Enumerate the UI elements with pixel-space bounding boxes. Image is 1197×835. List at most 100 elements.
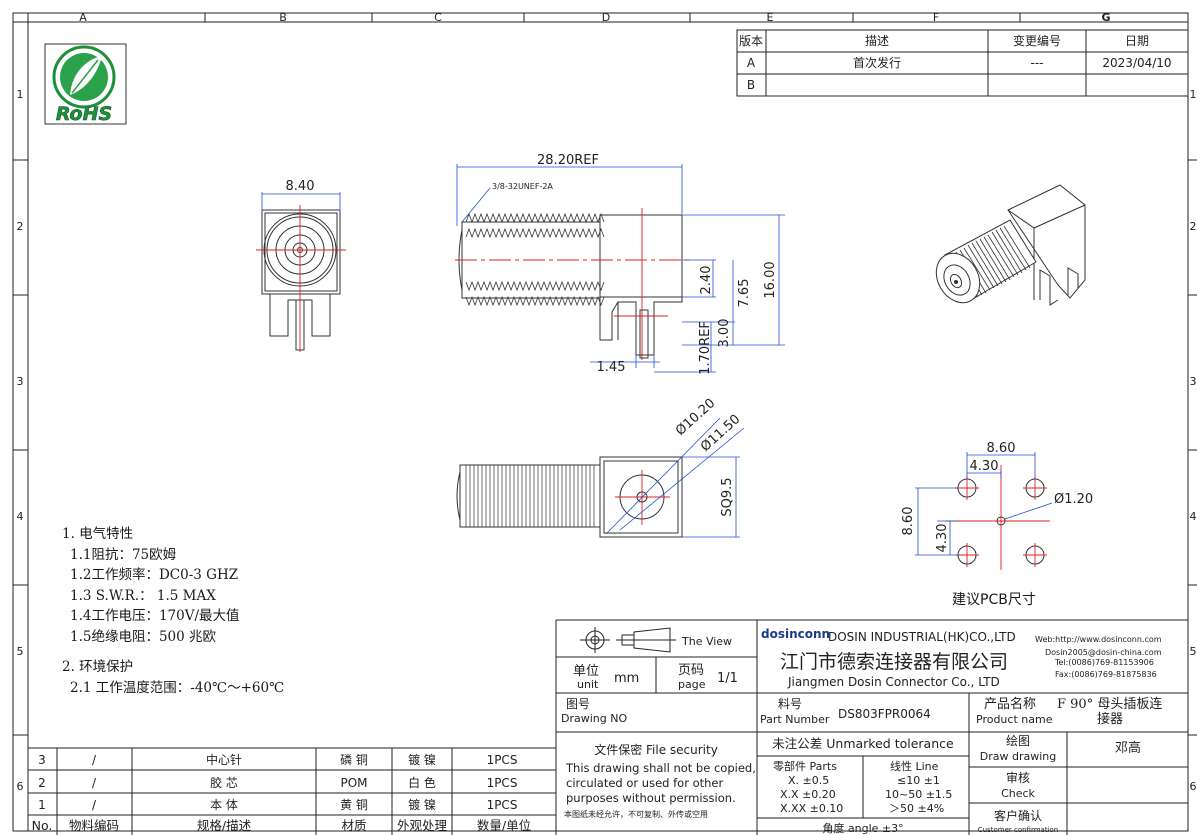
notes-item-2-1: 2.1 工作温度范围：-40℃～+60℃ xyxy=(70,679,285,696)
dim-1-45: 1.45 xyxy=(597,360,626,375)
col-label-a: A xyxy=(79,11,87,24)
notes-section-2-title: 2. 环境保护 xyxy=(62,659,134,675)
bom-r3-qty: 1PCS xyxy=(487,753,518,767)
company-en: DOSIN INDUSTRIAL(HK)CO.,LTD xyxy=(828,630,1016,644)
side-dimensions xyxy=(456,164,785,373)
tech-notes: 1. 电气特性 1.1阻抗：75欧姆 1.2工作频率：DC0-3 GHZ 1.3… xyxy=(62,524,284,698)
frame xyxy=(12,12,1197,832)
rev-a-date: 2023/04/10 xyxy=(1102,56,1171,70)
pn-cn: 料号 xyxy=(778,697,802,711)
col-label-e: E xyxy=(767,11,774,24)
drawing-no-en: Drawing NO xyxy=(561,712,627,725)
check-en: Check xyxy=(1001,787,1035,800)
rev-a-version: A xyxy=(747,56,756,70)
bottom-view xyxy=(456,417,745,538)
cust-en: Customer confirmation xyxy=(978,826,1058,834)
draw-en: Draw drawing xyxy=(980,750,1056,763)
tol-line-1: ≤10 ±1 xyxy=(897,774,940,787)
tol-parts-3: X.XX ±0.10 xyxy=(780,802,843,815)
cust-cn: 客户确认 xyxy=(994,808,1042,823)
side-view xyxy=(455,208,690,360)
company-tel: Tel:(0086)769-81153906 xyxy=(1054,658,1154,667)
rohs-logo-text: RoHS xyxy=(56,103,112,125)
unit-cn: 单位 xyxy=(573,664,599,679)
bom-r1-code: / xyxy=(92,798,97,812)
tol-line-2: 10~50 ±1.5 xyxy=(885,788,952,801)
dim-pcb-hole: Ø1.20 xyxy=(1054,492,1093,507)
unit-en: unit xyxy=(577,678,599,691)
draw-value: 邓高 xyxy=(1115,740,1141,756)
bom-r1-finish: 镀 镍 xyxy=(408,798,436,812)
dim-1-70ref: 1.70REF xyxy=(698,321,713,375)
company-cn: 江门市德索连接器有限公司 xyxy=(780,651,1008,673)
page-en: page xyxy=(678,678,706,691)
drawing-no-cn: 图号 xyxy=(566,697,590,711)
notes-item-1-4: 1.4工作电压：170V/最大值 xyxy=(70,608,240,624)
security-title: 文件保密 File security xyxy=(594,742,718,757)
row-label-6: 6 xyxy=(17,780,24,793)
bom-header-finish: 外观处理 xyxy=(397,818,448,833)
col-label-g: G xyxy=(1101,11,1110,24)
tol-parts-1: X. ±0.5 xyxy=(788,774,829,787)
dim-2-40: 2.40 xyxy=(699,266,714,295)
row-label-1: 1 xyxy=(17,88,24,101)
company-email: Dosin2005@dosin-china.com xyxy=(1045,648,1162,657)
bom-r2-spec: 胶 芯 xyxy=(210,775,238,790)
tol-line-3: ＞50 ±4% xyxy=(889,802,944,815)
title-block xyxy=(556,619,1188,835)
dim-pcb-8-60-h: 8.60 xyxy=(987,441,1016,456)
row-label-4-right: 4 xyxy=(1190,510,1197,523)
dim-pcb-8-60-v: 8.60 xyxy=(901,507,916,536)
pn-en: Part Number xyxy=(760,713,830,726)
bom-r2-qty: 1PCS xyxy=(487,776,518,790)
company-en-2: Jiangmen Dosin Connector Co., LTD xyxy=(787,675,1000,689)
rev-header-version: 版本 xyxy=(739,34,763,48)
bom-r3-code: / xyxy=(92,753,97,767)
bom-header-spec: 规格/描述 xyxy=(197,818,252,833)
col-label-c: C xyxy=(434,11,442,24)
front-view xyxy=(256,192,346,352)
pn-value: DS803FPR0064 xyxy=(838,707,931,721)
page-cn: 页码 xyxy=(678,663,704,678)
rev-a-change: --- xyxy=(1031,56,1044,70)
bom-r1-no: 1 xyxy=(38,798,46,812)
row-label-1-right: 1 xyxy=(1190,88,1197,101)
bom-r2-material: POM xyxy=(340,776,367,790)
notes-item-1-3: 1.3 S.W.R.： 1.5 MAX xyxy=(70,587,216,604)
row-label-5: 5 xyxy=(17,645,24,658)
bom-header-material: 材质 xyxy=(341,818,366,833)
rev-header-date: 日期 xyxy=(1125,34,1149,48)
notes-item-1-2: 1.2工作频率：DC0-3 GHZ xyxy=(70,567,239,583)
bom-table: 3 / 中心针 磷 铜 镀 镍 1PCS 2 / 胶 芯 POM 白 色 1PC… xyxy=(28,620,557,835)
thread-lower xyxy=(465,280,605,307)
bom-r2-code: / xyxy=(92,776,97,790)
company-fax: Fax:(0086)769-81875836 xyxy=(1055,670,1157,679)
notes-item-1-5: 1.5绝缘电阻：500 兆欧 xyxy=(70,628,217,645)
col-label-b: B xyxy=(279,11,287,24)
security-line-3: purposes without permission. xyxy=(566,791,736,805)
col-label-f: F xyxy=(933,11,939,24)
prod-en: Product name xyxy=(976,713,1053,726)
row-label-6-right: 6 xyxy=(1190,780,1197,793)
dim-thread-spec: 3/8-32UNEF-2A xyxy=(492,182,553,191)
dim-3-00: 3.00 xyxy=(717,319,732,348)
iso-thread xyxy=(935,219,1037,304)
row-label-5-right: 5 xyxy=(1190,645,1197,658)
thread-upper xyxy=(465,212,605,239)
page-value: 1/1 xyxy=(717,671,738,686)
bom-header-qty: 数量/单位 xyxy=(477,818,531,833)
dim-overall-length: 28.20REF xyxy=(537,153,599,168)
dim-16-00: 16.00 xyxy=(763,261,778,298)
prod-value-2: 接器 xyxy=(1097,711,1123,727)
tol-parts-2: X.X ±0.20 xyxy=(780,788,836,801)
bom-r3-no: 3 xyxy=(38,753,46,767)
tol-line-header: 线性 Line xyxy=(890,759,939,773)
dim-sq-9-5: SQ9.5 xyxy=(720,477,735,516)
row-label-3-right: 3 xyxy=(1190,375,1197,388)
bom-r1-material: 黄 铜 xyxy=(340,797,368,812)
security-cn: 本图纸未经允许，不可复制、外传或空用 xyxy=(564,809,708,819)
bom-r3-spec: 中心针 xyxy=(206,752,242,767)
brand-logo: dosinconn xyxy=(761,627,830,641)
dim-7-65: 7.65 xyxy=(737,279,752,308)
